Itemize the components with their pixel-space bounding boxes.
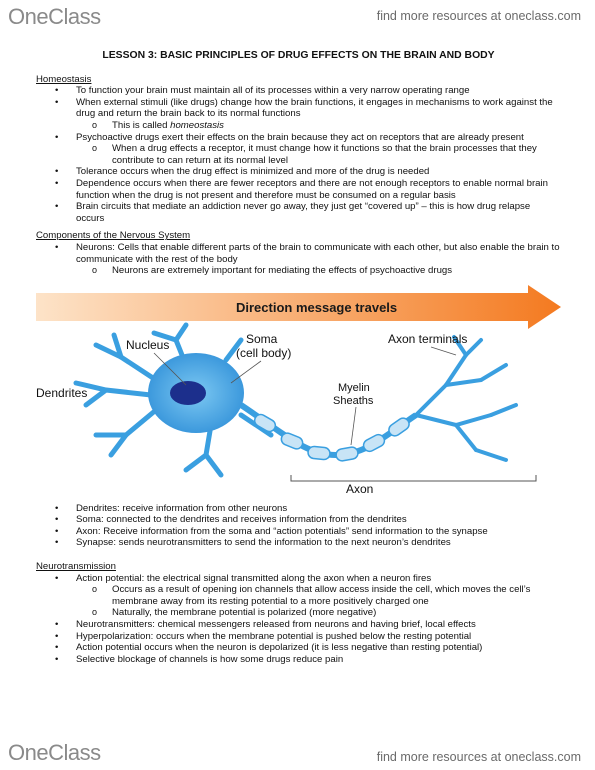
label-soma: Soma — [246, 332, 278, 346]
list-item: When external stimuli (like drugs) chang… — [36, 97, 561, 120]
section-heading-components: Components of the Nervous System — [36, 230, 191, 242]
sub-list-item: Neurons are extremely important for medi… — [36, 265, 561, 277]
list-item: Soma: connected to the dendrites and rec… — [36, 514, 561, 526]
homeostasis-list: To function your brain must maintain all… — [36, 85, 561, 224]
components-list: Neurons: Cells that enable different par… — [36, 242, 561, 277]
sub-list-item: This is called homeostasis — [36, 120, 561, 132]
neuron-diagram: Direction message travels — [36, 284, 561, 496]
label-axon-terminals: Axon terminals — [388, 332, 467, 346]
dendrites-shape — [73, 322, 274, 478]
myelin-sheaths-shape — [253, 413, 410, 462]
document-body: LESSON 3: BASIC PRINCIPLES OF DRUG EFFEC… — [36, 50, 561, 665]
label-axon: Axon — [346, 482, 373, 495]
list-item: Dependence occurs when there are fewer r… — [36, 178, 561, 201]
sub-list-item: When a drug effects a receptor, it must … — [36, 143, 561, 166]
section-heading-neurotransmission: Neurotransmission — [36, 561, 116, 573]
leader-lines — [153, 346, 457, 445]
list-item: Dendrites: receive information from othe… — [36, 503, 561, 515]
list-item: To function your brain must maintain all… — [36, 85, 561, 97]
footer-resources-link[interactable]: find more resources at oneclass.com — [376, 750, 581, 764]
label-nucleus: Nucleus — [126, 338, 169, 352]
label-myelin: Myelin — [338, 382, 370, 394]
sub-list-item: Occurs as a result of opening ion channe… — [36, 584, 561, 607]
oneclass-logo[interactable]: OneClass — [8, 4, 101, 29]
list-item: Hyperpolarization: occurs when the membr… — [36, 631, 561, 643]
page-title: LESSON 3: BASIC PRINCIPLES OF DRUG EFFEC… — [102, 50, 495, 61]
axon-bracket — [290, 474, 537, 482]
list-item: Tolerance occurs when the drug effect is… — [36, 166, 561, 178]
header-resources-link[interactable]: find more resources at oneclass.com — [376, 9, 581, 23]
list-item: Brain circuits that mediate an addiction… — [36, 201, 561, 224]
axon-terminals-shape — [414, 334, 518, 462]
label-dendrites: Dendrites — [36, 386, 87, 400]
list-item: Neurotransmitters: chemical messengers r… — [36, 619, 561, 631]
list-item: Psychoactive drugs exert their effects o… — [36, 132, 561, 144]
header-bar: OneClass find more resources at oneclass… — [0, 0, 595, 32]
list-item: Axon: Receive information from the soma … — [36, 526, 561, 538]
list-item: Action potential: the electrical signal … — [36, 573, 561, 585]
label-sheaths: Sheaths — [333, 395, 374, 407]
neurotransmission-list: Action potential: the electrical signal … — [36, 573, 561, 666]
list-item: Action potential occurs when the neuron … — [36, 642, 561, 654]
list-item: Selective blockage of channels is how so… — [36, 654, 561, 666]
sub-list-item: Naturally, the membrane potential is pol… — [36, 607, 561, 619]
section-heading-homeostasis: Homeostasis — [36, 73, 92, 85]
neuron-illustration: Direction message travels — [36, 284, 561, 496]
list-item: Synapse: sends neurotransmitters to send… — [36, 537, 561, 549]
list-item: Neurons: Cells that enable different par… — [36, 242, 561, 265]
nucleus-shape — [170, 380, 206, 405]
footer-oneclass-logo[interactable]: OneClass — [8, 740, 101, 765]
label-soma-sub: (cell body) — [236, 346, 291, 360]
parts-list: Dendrites: receive information from othe… — [36, 503, 561, 549]
sub-item-text: This is called — [112, 119, 171, 131]
term-homeostasis: homeostasis — [170, 119, 224, 131]
direction-arrow — [36, 284, 561, 329]
arrow-label: Direction message travels — [236, 300, 397, 315]
